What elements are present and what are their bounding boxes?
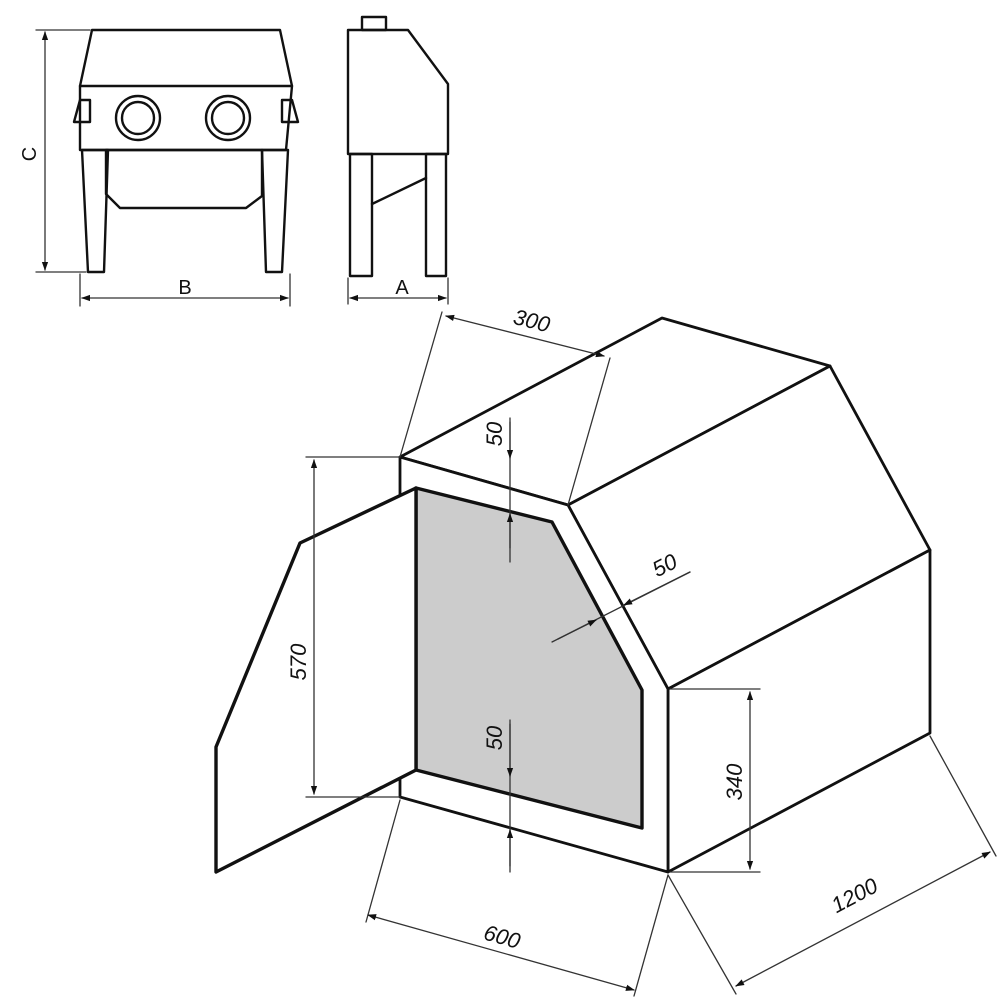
side-view-rear-leg <box>424 152 448 278</box>
side-view-cabinet-outline <box>346 28 450 156</box>
front-view-left-leg <box>80 148 110 274</box>
isometric-view: 300 50 50 50 570 340 600 <box>214 304 997 997</box>
front-view: C B <box>19 28 300 307</box>
dimension-50-bottom-label: 50 <box>482 725 507 750</box>
side-view: A <box>346 15 450 305</box>
front-view-cabinet-outline <box>78 28 294 152</box>
front-view-right-leg <box>260 148 290 274</box>
dimension-a-label: A <box>395 277 409 299</box>
iso-door-panel[interactable] <box>214 486 418 874</box>
front-view-right-glove-port <box>204 94 252 142</box>
side-view-front-leg <box>348 152 374 278</box>
dimension-600-line <box>367 914 635 991</box>
dimension-b-label: B <box>178 277 191 299</box>
dimension-50-top-label: 50 <box>482 421 507 446</box>
front-view-hopper <box>104 148 264 210</box>
front-view-right-handle <box>280 98 300 124</box>
side-view-brace <box>370 176 428 206</box>
dimension-300-line <box>445 314 605 358</box>
dimension-570-label: 570 <box>286 643 311 680</box>
front-view-left-glove-port <box>114 94 162 142</box>
dimension-c-label: C <box>19 147 41 161</box>
side-view-top-fitting <box>360 15 388 32</box>
dimension-340-label: 340 <box>722 763 747 800</box>
front-view-left-handle <box>72 98 92 124</box>
dimension-1200-line <box>735 851 991 987</box>
dimension-1200-label: 1200 <box>827 872 883 917</box>
dimension-300-label: 300 <box>511 304 553 337</box>
